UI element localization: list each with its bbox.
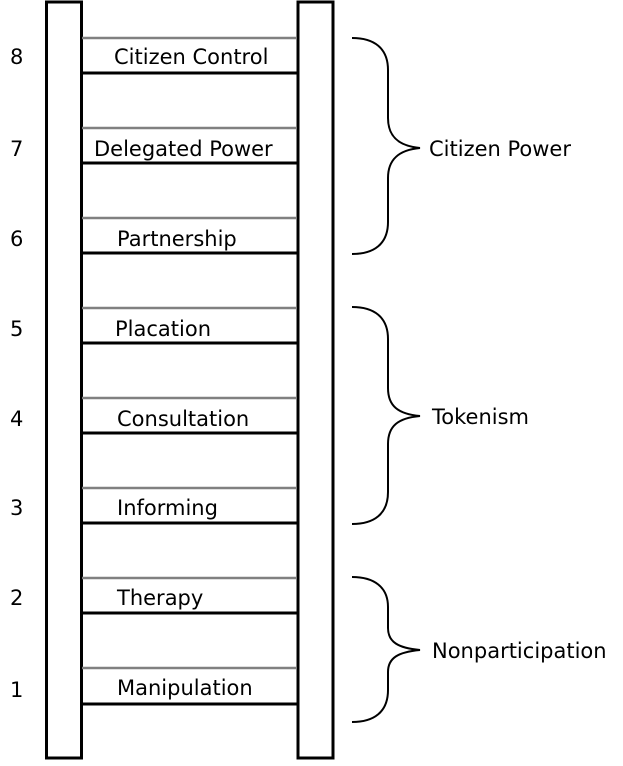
ladder: 8 Citizen Control 7 Delegated Power 6 Pa… xyxy=(10,0,335,760)
rung-number: 7 xyxy=(10,137,23,161)
left-rail xyxy=(45,0,83,760)
rung-number: 5 xyxy=(10,317,23,341)
rung-label: Placation xyxy=(115,317,211,341)
group-label: Citizen Power xyxy=(429,137,571,161)
rung-number: 4 xyxy=(10,407,23,431)
rung-label: Therapy xyxy=(116,586,203,610)
rung-label: Informing xyxy=(117,496,218,520)
rung-number: 8 xyxy=(10,45,23,69)
rung-1: 1 Manipulation xyxy=(10,666,297,706)
group-tokenism: Tokenism xyxy=(351,306,529,525)
rung-number: 2 xyxy=(10,586,23,610)
group-label: Nonparticipation xyxy=(432,639,607,663)
rung-label: Consultation xyxy=(117,407,249,431)
group-label: Tokenism xyxy=(431,405,529,429)
rung-label: Delegated Power xyxy=(94,137,273,161)
group-nonparticipation: Nonparticipation xyxy=(351,576,607,723)
group-citizen-power: Citizen Power xyxy=(351,37,571,255)
rung-3: 3 Informing xyxy=(10,486,297,525)
rung-label: Citizen Control xyxy=(114,45,268,69)
rung-4: 4 Consultation xyxy=(10,396,297,435)
curly-brace-icon xyxy=(351,37,421,255)
rung-number: 3 xyxy=(10,496,23,520)
rung-7: 7 Delegated Power xyxy=(10,126,297,165)
curly-brace-icon xyxy=(351,576,421,723)
rung-5: 5 Placation xyxy=(10,306,297,345)
rung-2: 2 Therapy xyxy=(10,576,297,615)
rung-6: 6 Partnership xyxy=(10,216,297,255)
rung-8: 8 Citizen Control xyxy=(10,36,297,75)
rung-label: Partnership xyxy=(117,227,237,251)
rung-number: 6 xyxy=(10,227,23,251)
right-rail xyxy=(296,0,335,760)
curly-brace-icon xyxy=(351,306,421,525)
rung-label: Manipulation xyxy=(117,676,253,700)
rung-number: 1 xyxy=(10,678,23,702)
